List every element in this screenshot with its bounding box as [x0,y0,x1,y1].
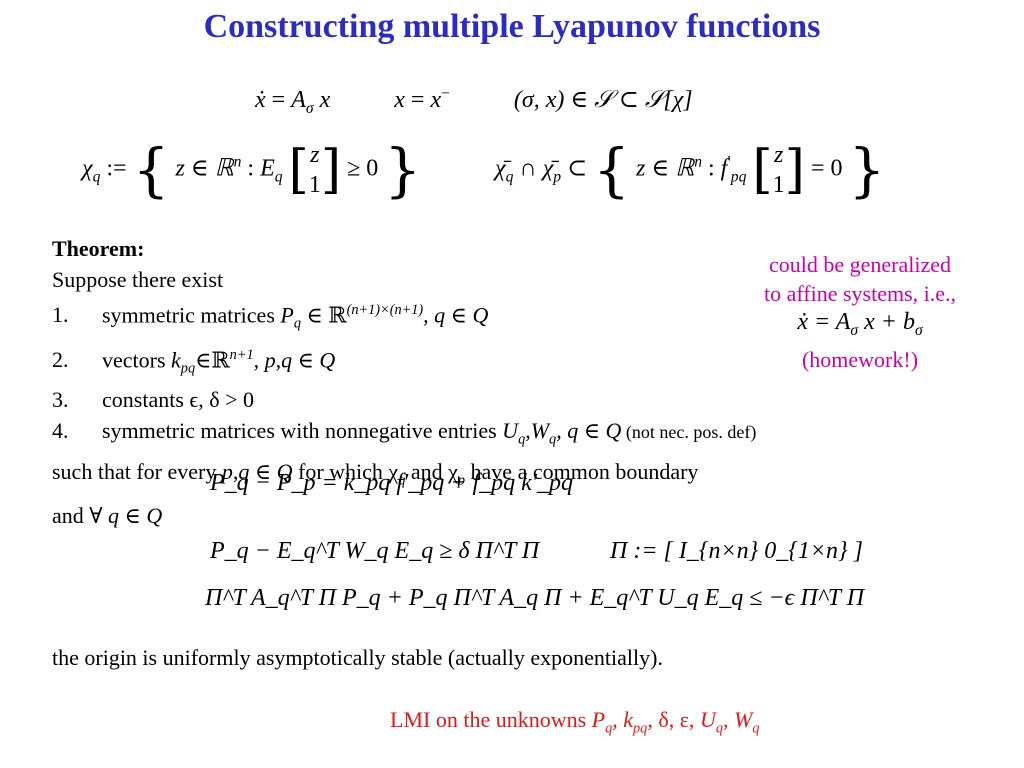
theorem-item-4: 4.symmetric matrices with nonnegative en… [52,418,757,448]
affine-note: could be generalized to affine systems, … [730,250,990,374]
affine-equation: ẋ = Aσ x + bσ [797,309,923,339]
slide-title: Constructing multiple Lyapunov functions [203,8,821,45]
jump-equation: x = x− [394,85,450,113]
theorem-item-1: 1.symmetric matrices Pq ∈ ℝ(n+1)×(n+1), … [52,302,489,332]
theorem-item-3: 3.constants ϵ, δ > 0 [52,387,255,413]
boundary-equation: P_q − P_p = k_pq f′_pq + f_pq k′_pq [210,470,574,496]
flow-equation: ẋ = Aσ x [255,87,331,117]
pi-definition: Π := [ I_{n×n} 0_{1×n} ] [610,538,863,564]
theorem-block: Theorem: Suppose there exist 1.symmetric… [52,233,952,496]
theorem-heading: Theorem: [52,236,145,261]
system-equations: ẋ = Aσ x x = x− (σ, x) ∈ 𝒮 ⊂ 𝒮[χ] [255,85,693,118]
theorem-conclusion: the origin is uniformly asymptotically s… [52,645,663,670]
theorem-item-2: 2.vectors kpq∈ℝn+1, p,q ∈ Q [52,346,336,377]
lmi-positivity: P_q − E_q^T W_q E_q ≥ δ Π^T Π [210,538,540,564]
lmi-decrease: Π^T A_q^T Π P_q + P_q Π^T A_q Π + E_q^T … [205,585,865,611]
lmi-unknowns-note: LMI on the unknowns Pq, kpq, δ, ε, Uq, W… [390,707,760,737]
common-boundary-condition: such that for every p,q ∈ Q for which χq… [52,458,699,489]
domain-condition: (σ, x) ∈ 𝒮 ⊂ 𝒮[χ] [513,87,693,113]
theorem-intro: Suppose there exist [52,267,224,292]
forall-q: and ∀ q ∈ Q [52,503,163,528]
